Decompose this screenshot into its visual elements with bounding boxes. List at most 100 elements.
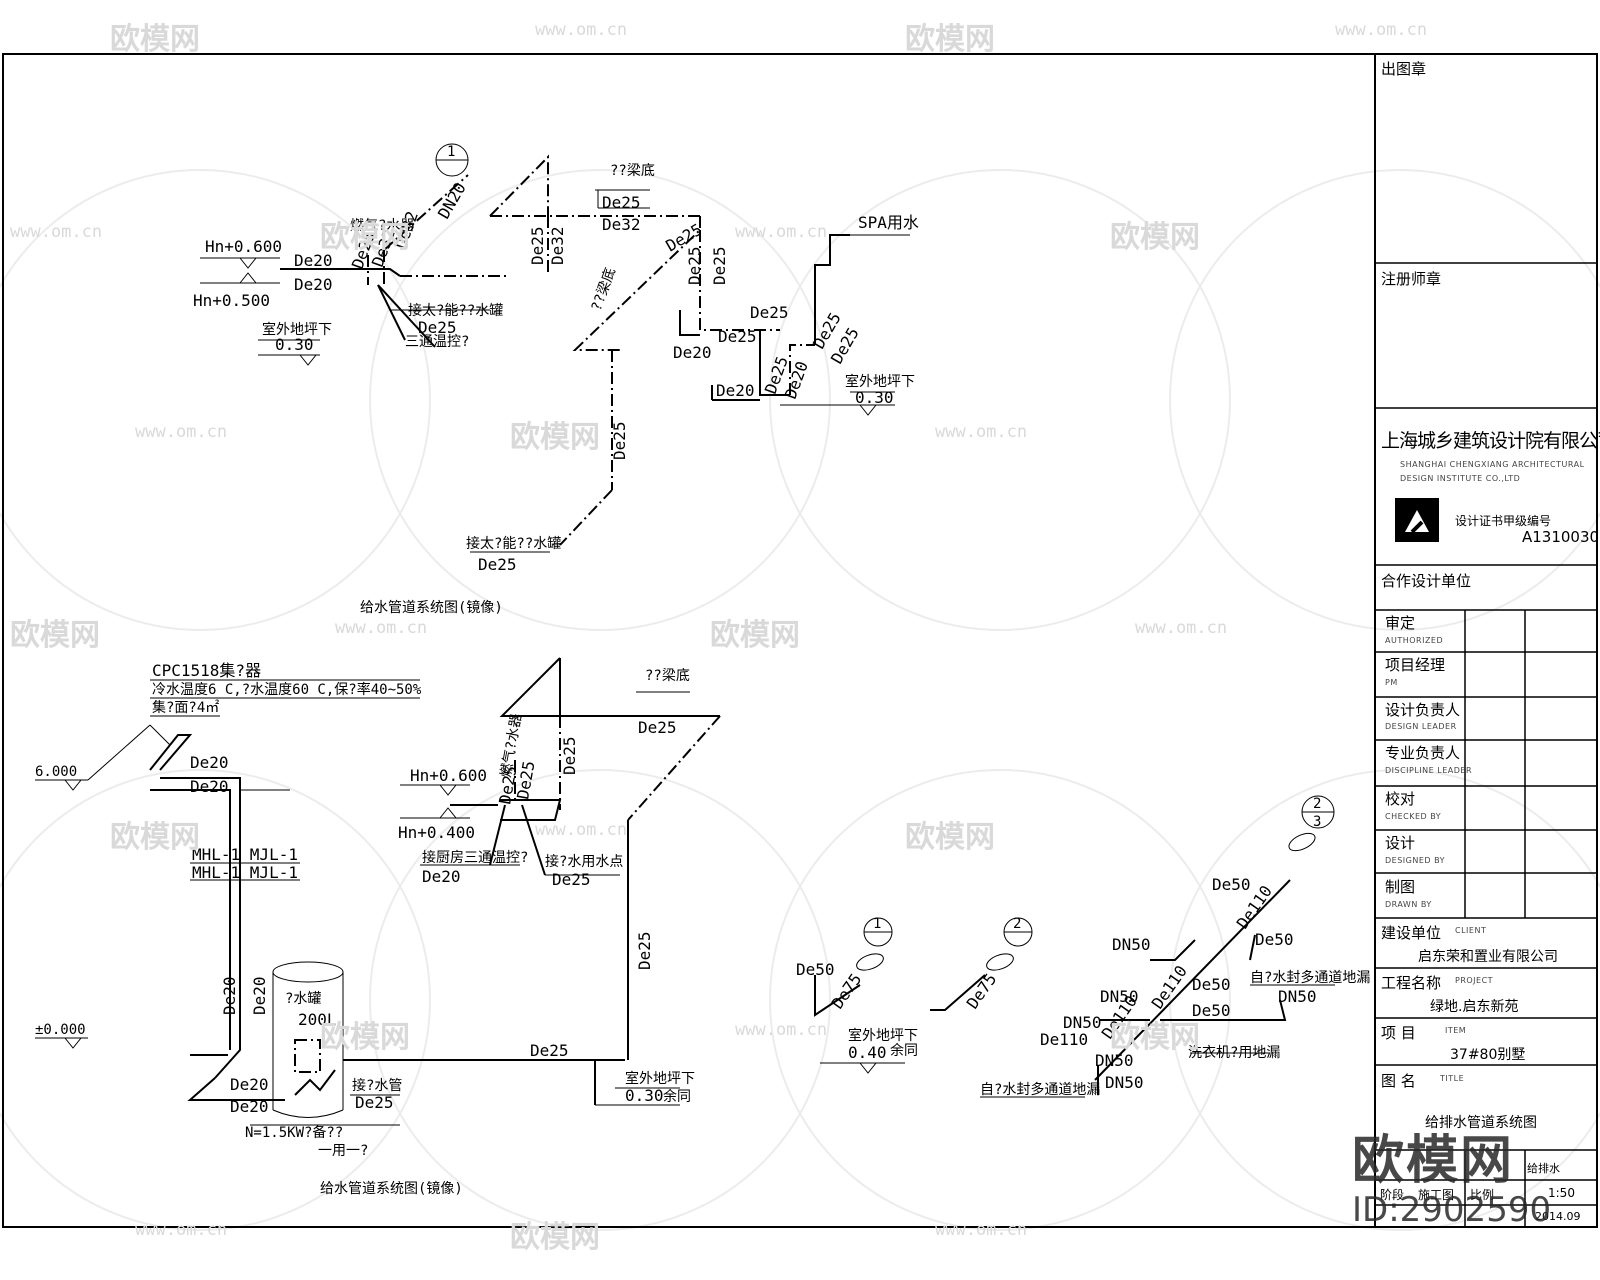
label-de25-h3: De25 [560,736,579,775]
label-de25-a: De25 [418,318,457,337]
label-spa: SPA用水 [858,213,919,232]
tb-item-label: 项 目 [1381,1024,1416,1042]
tb-row-pm-en: PM [1385,678,1398,687]
label-dn50-3: DN50 [1100,987,1139,1006]
tb-row-checked: 校对 [1385,790,1416,808]
label-de25-b: De25 [478,555,517,574]
top-supply-diagram [200,143,910,553]
watermark-brand: 欧模网 [510,420,600,455]
tb-project-en: PROJECT [1455,976,1494,985]
watermark-arcs [0,169,1600,1231]
tb-row-authorized-en: AUTHORIZED [1385,636,1444,645]
label-heater-power: N=1.5KW?备?? [245,1124,343,1141]
watermark-url: www.om.cn [1135,618,1228,638]
label-de20-d1: De20 [230,1075,269,1094]
tb-item-en: ITEM [1445,1026,1467,1035]
watermark-brand: 欧模网 [905,820,995,855]
label-de25-v3: De25 [685,246,704,285]
label-kitchen: 接厨房三通温控? [422,849,528,866]
label-de25-v4: De25 [710,246,729,285]
label-elev-6: 6.000 [35,764,77,780]
label-de25-hp: De25 [355,1093,394,1112]
label-de50-1: De50 [796,960,835,979]
label-hn-400: Hn+0.400 [398,823,475,842]
label-de25-main: De25 [530,1041,569,1060]
label-de32-v3: De32 [548,226,567,265]
watermark-url: www.om.cn [535,20,628,40]
label-de25-bm: De25 [638,718,677,737]
tb-company-en-2: DESIGN INSTITUTE CO.,LTD [1400,474,1521,483]
watermark-brand: 欧模网 [110,820,200,855]
tb-client-en: CLIENT [1455,926,1487,935]
label-dn50-2: DN50 [1278,987,1317,1006]
watermark-brand: 欧模网 [320,220,410,255]
label-dn50-4: DN50 [1063,1013,1102,1032]
bottom-supply-diagram [35,657,721,1126]
label-heater-note: 一用一? [318,1143,368,1159]
caption-top: 给水管道系统图(镜像) [360,600,503,616]
label-tank: ?水罐 [285,991,321,1007]
label-de25-r2: De25 [718,327,757,346]
label-mhl-1: MHL-1 MJL-1 [192,845,298,864]
tb-row-design-leader: 设计负责人 [1385,701,1461,719]
label-de20-r1: De20 [673,343,712,362]
axis-bubble-3-top: 2 [1313,796,1321,812]
drawing-frame [2,53,1598,1228]
label-hn-600-b: Hn+0.600 [410,766,487,785]
watermark-brand: 欧模网 [905,22,995,57]
label-solar-tank-a: 接太?能??水罐 [408,302,503,319]
tb-project: 绿地.启东新苑 [1430,999,1519,1015]
label-depth-c: 0.30 [625,1086,664,1105]
label-de25-long: De25 [610,421,629,460]
watermark-url: www.om.cn [10,222,103,242]
tb-row-drawn: 制图 [1385,878,1416,896]
label-hot-pipe: 接?水管 [352,1077,402,1094]
label-de50-4: De50 [1192,975,1231,994]
label-collector-spec: 冷水温度6 C,?水温度60 C,保?率40~50% [152,681,422,698]
label-same-d: 余同 [890,1042,918,1059]
label-de20-r2: De20 [716,381,755,400]
axis-bubble-1: 1 [873,916,881,932]
label-de20-k: De20 [422,867,461,886]
label-de20-c1: De20 [190,753,229,772]
label-depth-d: 0.40 [848,1043,887,1062]
watermark-url: www.om.cn [935,1220,1028,1240]
label-de50-5: De50 [1192,1001,1231,1020]
label-de20-c2: De20 [190,777,229,796]
tb-row-drawn-en: DRAWN BY [1385,900,1432,909]
label-outdoor-d: 室外地坪下 [848,1027,918,1044]
label-dn50-5: DN50 [1095,1051,1134,1070]
tb-row-designed: 设计 [1385,834,1416,852]
label-de32-top: De32 [602,215,641,234]
tb-drawing-en: TITLE [1440,1074,1465,1083]
label-hn-500: Hn+0.500 [193,291,270,310]
label-elev-0: ±0.000 [35,1022,86,1038]
bottom-diagram-labels: CPC1518集?器 冷水温度6 C,?水温度60 C,保?率40~50% 集?… [35,661,695,1197]
label-collector-area: 集?面?4㎡ [152,699,219,716]
label-de25-r1: De25 [750,303,789,322]
caption-bottom: 给水管道系统图(镜像) [320,1181,463,1197]
tb-item: 37#80别墅 [1450,1047,1526,1063]
label-same-c: 余同 [663,1088,691,1105]
watermark-brand: 欧模网 [110,22,200,57]
label-hn-600: Hn+0.600 [205,237,282,256]
label-beam-c: ??梁底 [645,668,690,684]
tb-row-authorized: 审定 [1385,614,1416,632]
watermark-brand: 欧模网 [710,618,800,653]
tb-row-checked-en: CHECKED BY [1385,812,1442,821]
label-outdoor-b: 室外地坪下 [845,373,915,390]
label-de25-vr: De25 [635,931,654,970]
tb-row-discipline-leader-en: DISCIPLINE LEADER [1385,766,1473,775]
label-floor-drain-1: 自?水封多通道地漏 [1250,969,1370,986]
label-beam-b: ??梁底 [589,266,619,314]
tb-drawing-label: 图 名 [1381,1072,1416,1090]
axis-bubble-3-bottom: 3 [1313,814,1321,830]
axis-bubble-top: 1 [447,144,455,160]
watermark-url: www.om.cn [535,820,628,840]
label-dn50-1: DN50 [1112,935,1151,954]
tb-row-discipline-leader: 专业负责人 [1385,744,1461,762]
tb-company-en-1: SHANGHAI CHENGXIANG ARCHITECTURAL [1400,460,1585,469]
tb-partner-label: 合作设计单位 [1381,572,1472,590]
watermark-url: www.om.cn [735,222,828,242]
